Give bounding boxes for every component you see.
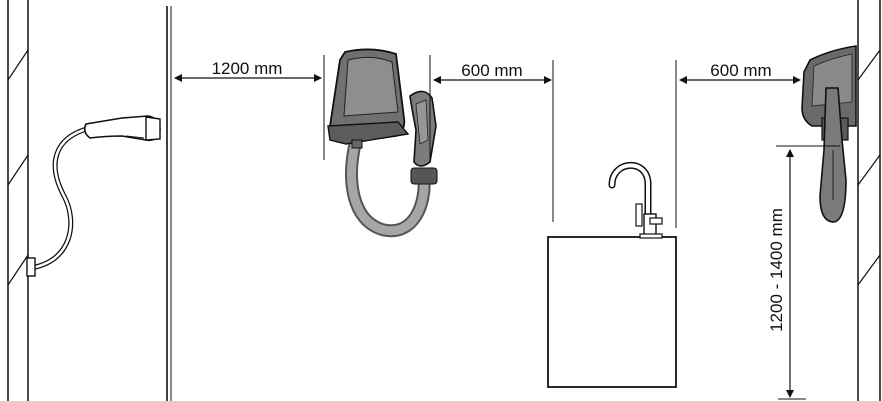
right-wall [857,0,881,401]
hair-dryer-icon [327,48,438,238]
dimension-label-height: 1200 - 1400 mm [767,208,786,332]
partition-wall [166,6,172,401]
hand-shower-icon [26,115,161,277]
wall-hatch-icon [7,49,29,286]
sink-cabinet-icon [547,236,677,388]
dimension-height: 1200 - 1400 mm [767,149,806,400]
wall-dryer-icon [801,45,857,223]
dimension-1200: 1200 mm [174,59,322,82]
wall-hatch-icon [857,49,881,286]
dimension-label-600-b: 600 mm [710,61,771,80]
dimension-label-600-a: 600 mm [461,61,522,80]
dimension-600-a: 600 mm [433,61,552,84]
dimension-600-b: 600 mm [679,61,801,84]
sink-faucet-icon [608,161,663,239]
dimension-label-1200: 1200 mm [212,59,283,78]
left-wall [7,0,29,401]
